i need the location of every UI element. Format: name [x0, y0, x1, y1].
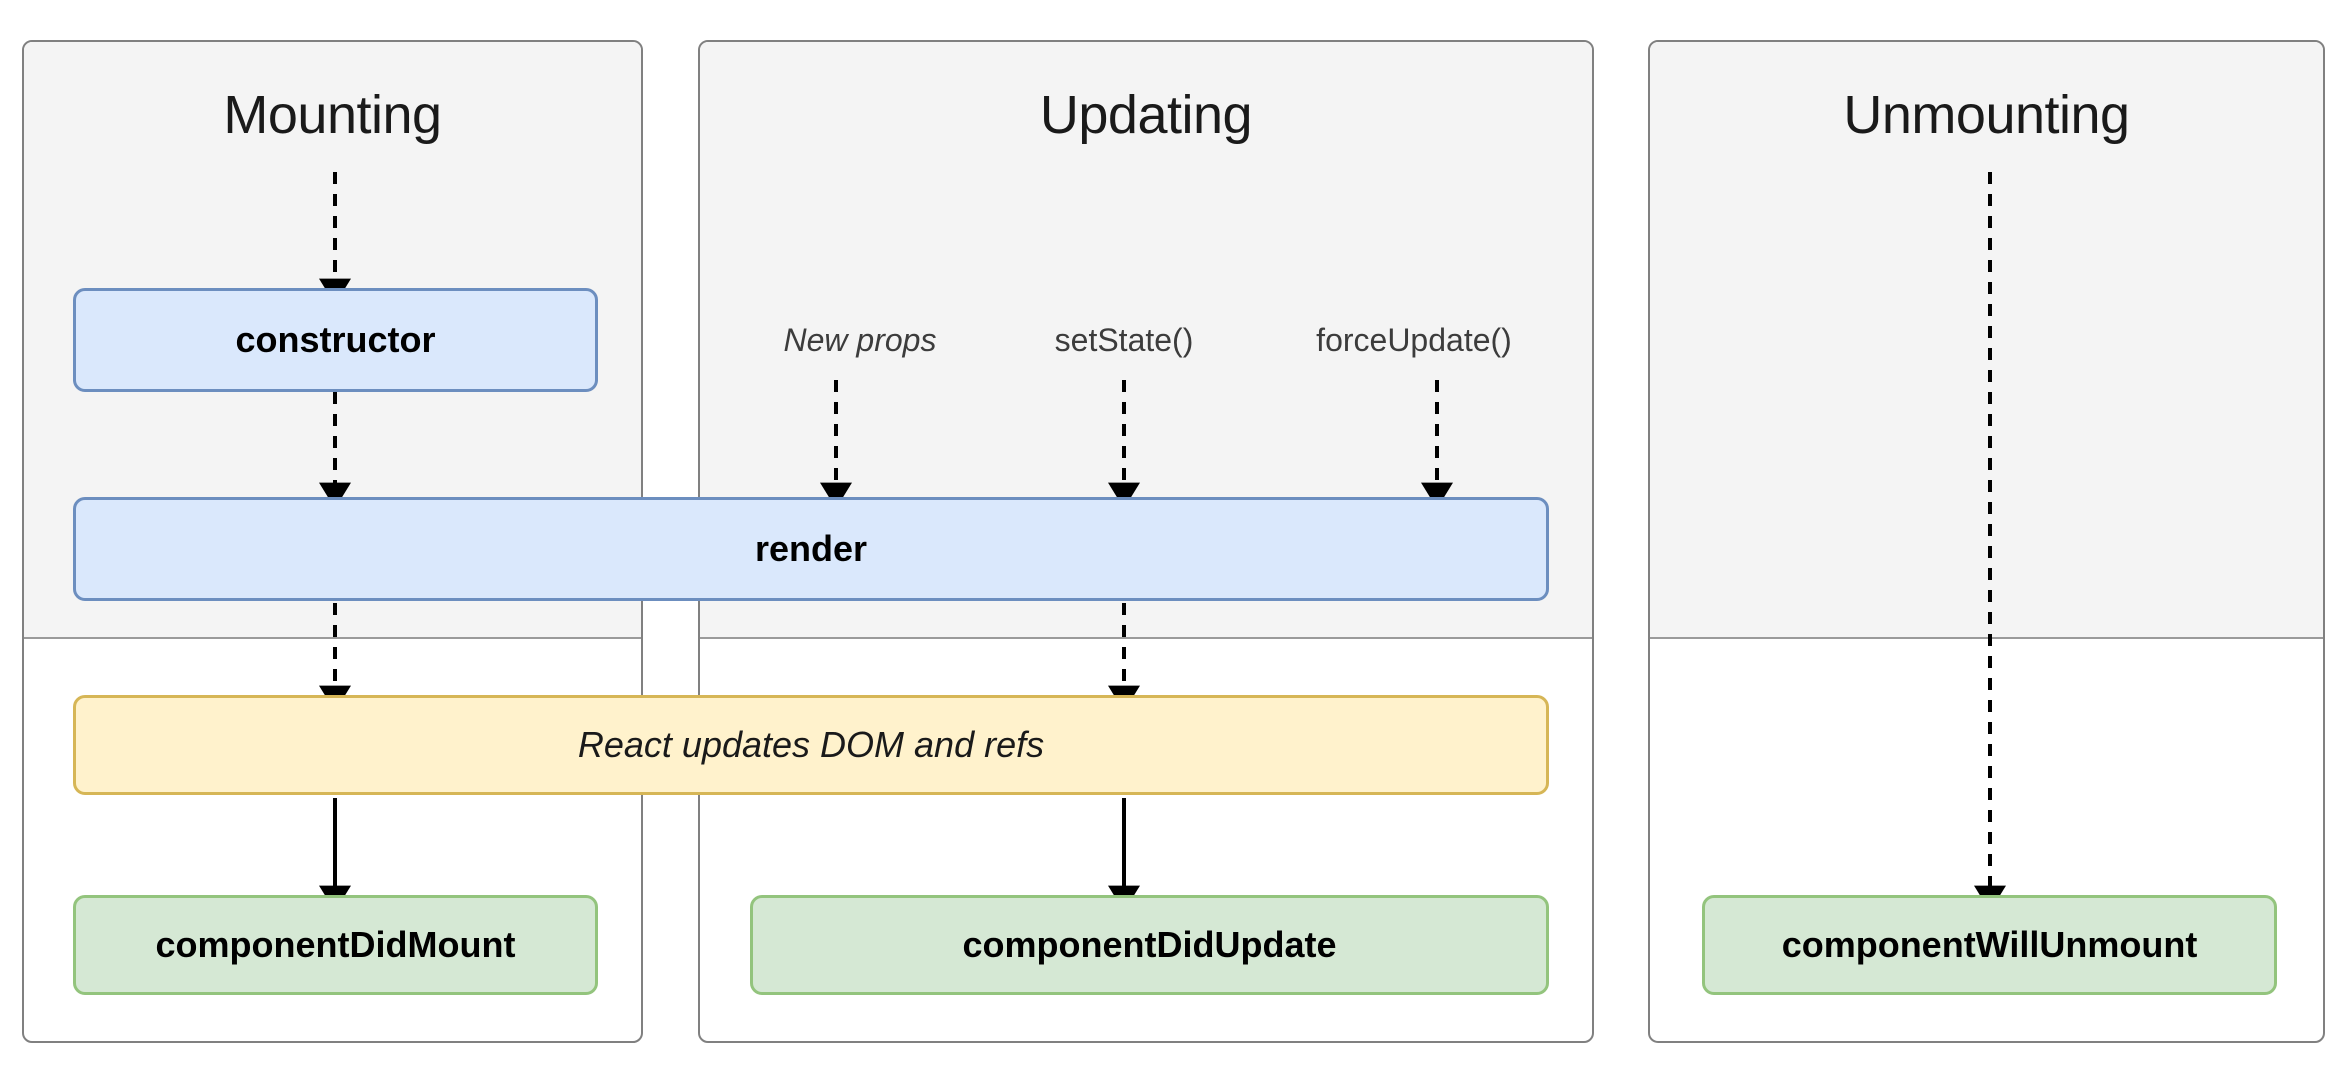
panel-shade-unmounting — [1650, 42, 2323, 639]
trigger-label-force-update: forceUpdate() — [1316, 322, 1512, 358]
trigger-label-set-state: setState() — [1054, 322, 1194, 358]
phase-title-unmounting: Unmounting — [1843, 85, 2130, 145]
lifecycle-box-component-did-update[interactable]: componentDidUpdate — [750, 895, 1549, 995]
lifecycle-box-react-updates-dom-and-refs[interactable]: React updates DOM and refs — [73, 695, 1549, 795]
trigger-label-new-props: New props — [783, 322, 937, 358]
phase-panel-unmounting: Unmounting — [1648, 40, 2325, 1043]
phase-title-updating: Updating — [1039, 85, 1253, 145]
lifecycle-box-render[interactable]: render — [73, 497, 1549, 601]
phase-title-mounting: Mounting — [223, 85, 442, 145]
lifecycle-box-component-did-mount[interactable]: componentDidMount — [73, 895, 598, 995]
lifecycle-box-constructor[interactable]: constructor — [73, 288, 598, 392]
lifecycle-box-component-will-unmount[interactable]: componentWillUnmount — [1702, 895, 2277, 995]
